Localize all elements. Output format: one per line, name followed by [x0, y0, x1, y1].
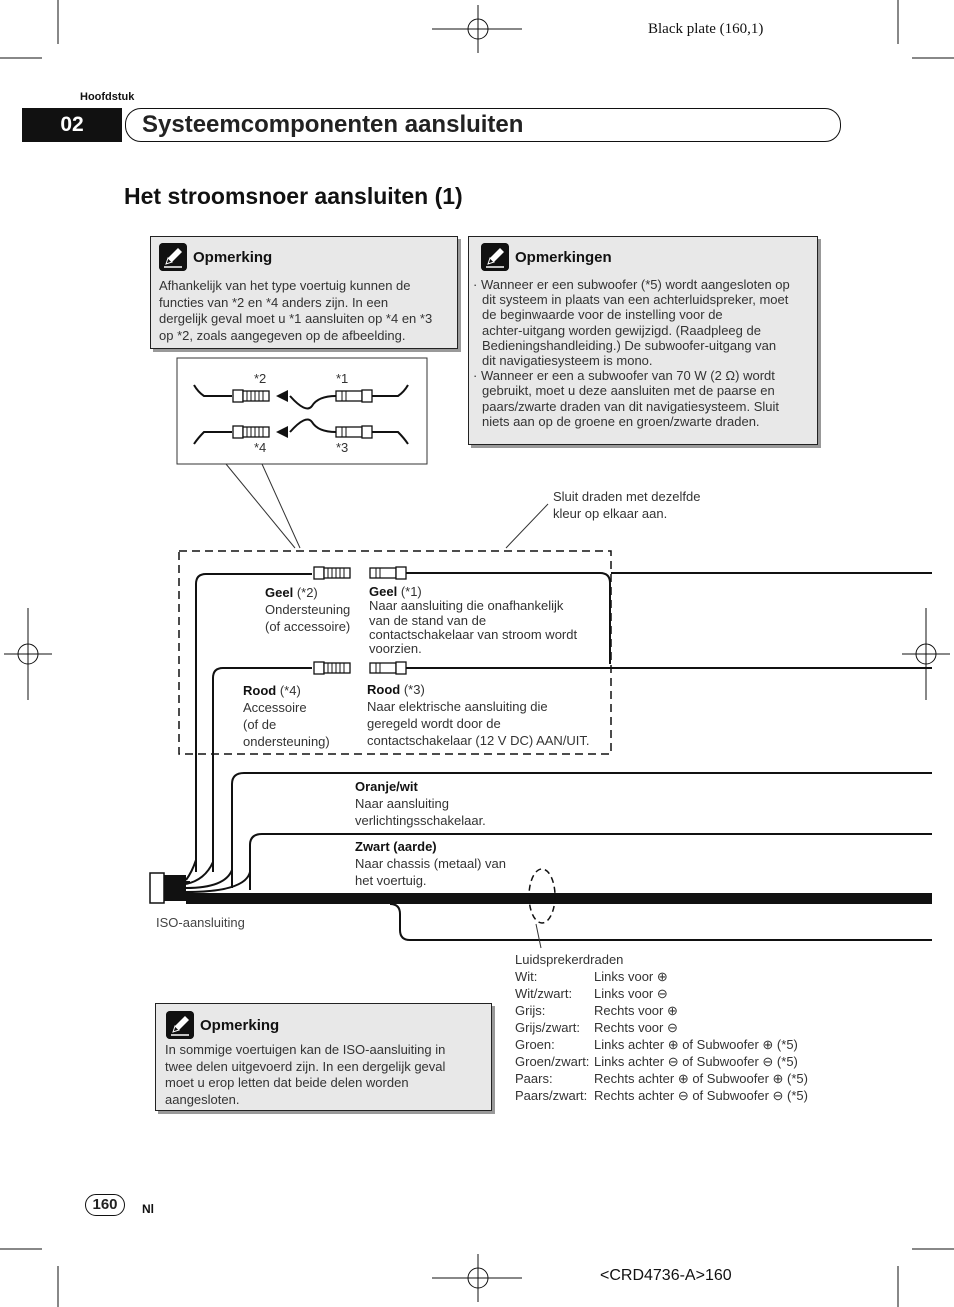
inset-label: *4 — [254, 440, 267, 455]
note-2-body: · Wanneer er een subwoofer (*5) wordt aa… — [473, 277, 790, 429]
connector-plug — [313, 661, 351, 675]
note-box-3: Opmerking In sommige voertuigen kan de I… — [155, 1003, 492, 1111]
connector-plug — [369, 661, 407, 675]
note-box-2: Opmerkingen · Wanneer er een subwoofer (… — [468, 236, 818, 445]
note-1-body: Afhankelijk van het type voertuig kunnen… — [159, 278, 433, 344]
note-2-title: Opmerkingen — [515, 249, 612, 266]
wire-label-geel-2: Geel (*2) Ondersteuning(of accessoire) — [265, 585, 351, 634]
connector-plug — [232, 425, 270, 439]
note-box-1: Opmerking Afhankelijk van het type voert… — [150, 236, 458, 349]
wire-label-rood-3: Rood (*3) Naar elektrische aansluiting d… — [367, 682, 590, 748]
connector-plug — [313, 566, 351, 580]
pencil-note-icon — [166, 1011, 194, 1039]
note-3-body: In sommige voertuigen kan de ISO-aanslui… — [165, 1042, 446, 1108]
plate-label: Black plate (160,1) — [648, 21, 764, 37]
pencil-note-icon — [159, 243, 187, 271]
pencil-note-icon — [481, 243, 509, 271]
note-1-title: Opmerking — [193, 249, 273, 266]
inset-label: *3 — [336, 440, 349, 455]
chapter-label: Hoofdstuk — [80, 91, 135, 103]
connector-plug — [335, 389, 373, 403]
iso-connector-label: ISO-aansluiting — [156, 915, 245, 930]
chapter-number: 02 — [22, 108, 122, 142]
chapter-title: Systeemcomponenten aansluiten — [125, 108, 841, 142]
inset-label: *1 — [336, 371, 349, 386]
connector-plug — [335, 425, 373, 439]
connector-plug — [369, 566, 407, 580]
wire-label-geel-1: Geel (*1) Naar aansluiting die onafhanke… — [369, 584, 578, 657]
language-code: Nl — [142, 1202, 154, 1216]
inset-label: *2 — [254, 371, 267, 386]
document-code: <CRD4736-A>160 — [600, 1267, 732, 1284]
connector-plug — [232, 389, 270, 403]
speaker-wire-legend: Luidsprekerdraden Wit:Links voor ⊕ Wit/z… — [515, 952, 808, 1103]
section-heading: Het stroomsnoer aansluiten (1) — [124, 183, 463, 209]
page-number: 160 — [85, 1194, 125, 1216]
note-3-title: Opmerking — [200, 1017, 280, 1034]
